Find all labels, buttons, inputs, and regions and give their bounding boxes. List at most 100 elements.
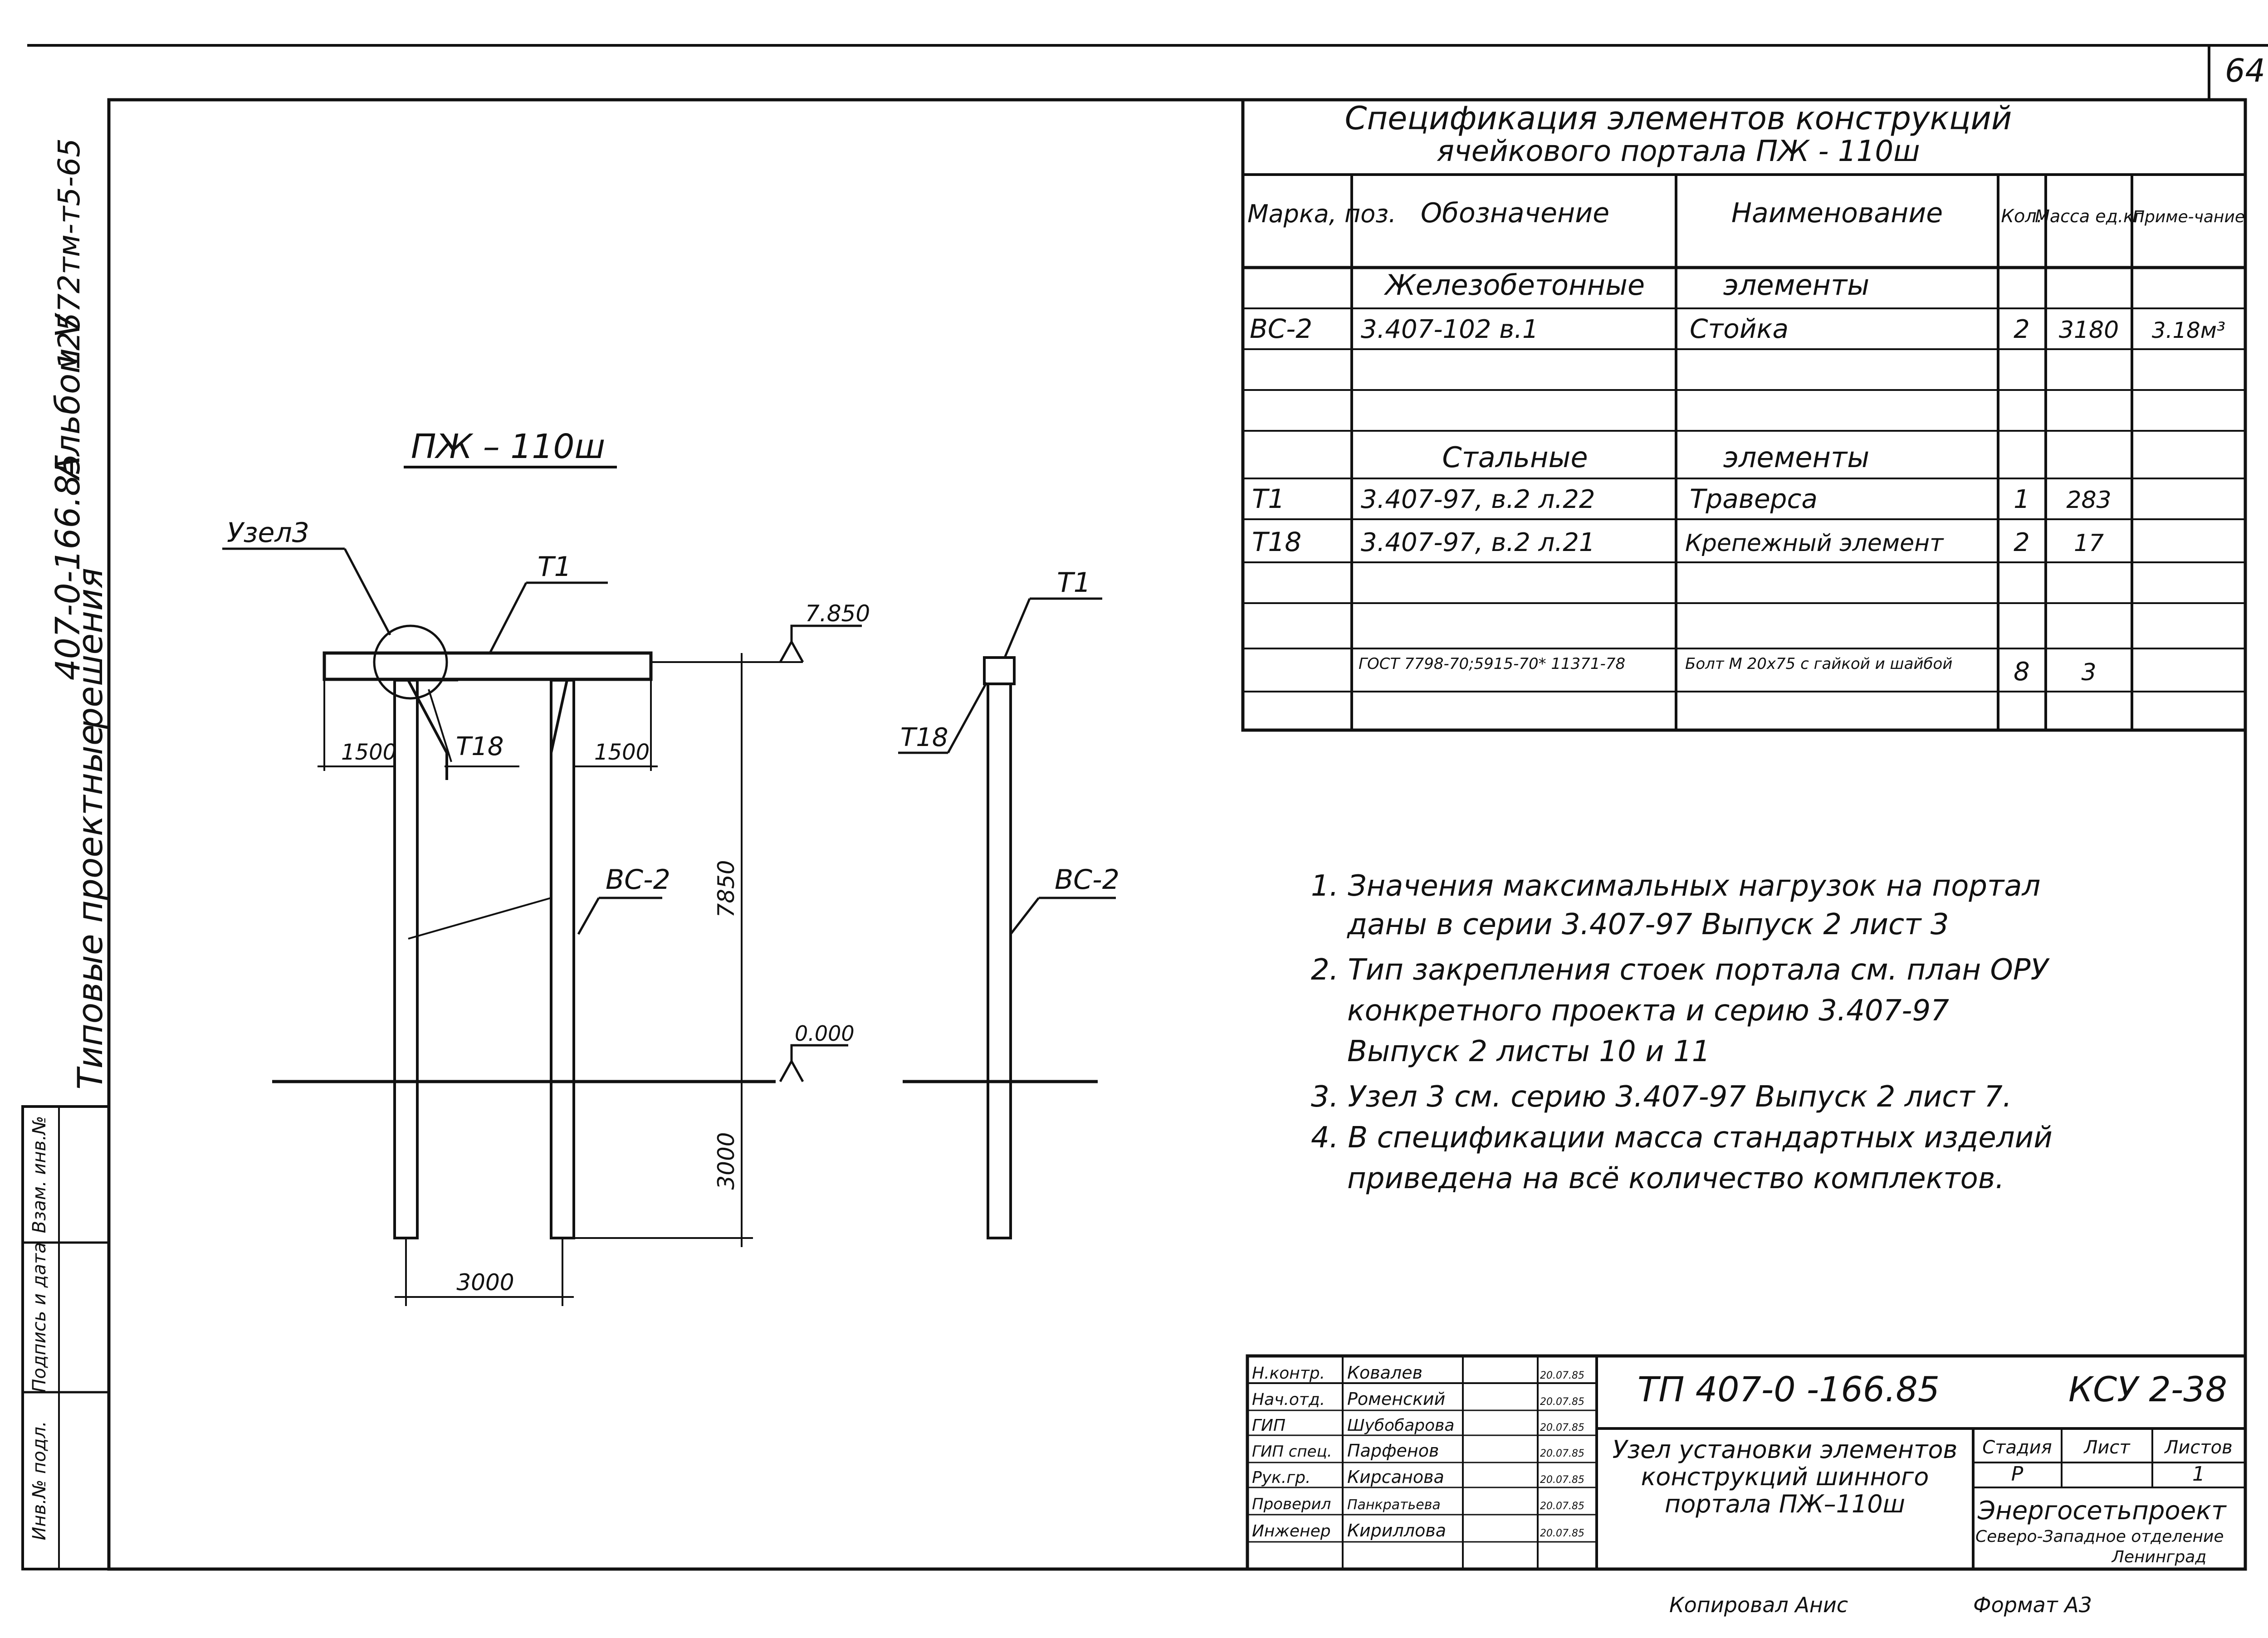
sheet-header: Лист — [2083, 1437, 2131, 1458]
front-view: ПЖ – 110ш Узел3 Т1 Т18 ВС-2 — [222, 427, 870, 1306]
copied-by: Копировал Анис — [1669, 1593, 1848, 1617]
cell-qty: 2 — [2014, 315, 2030, 344]
doc-description-2: конструкций шинного — [1641, 1462, 1929, 1491]
typical-title-line2: решения — [70, 568, 110, 730]
typical-title-line1: Типовые проектные — [70, 724, 110, 1090]
table-row: ГОСТ 7798-70;5915-70* 11371-78 Болт М 20… — [1359, 655, 2097, 687]
cell-mark: Т1 — [1252, 483, 1285, 514]
note-line: Выпуск 2 листы 10 и 11 — [1347, 1035, 1710, 1068]
cell-designation: 3.407-97, в.2 л.21 — [1361, 528, 1595, 557]
paper-format: Формат А3 — [1973, 1593, 2092, 1617]
role-label: Инженер — [1252, 1522, 1331, 1540]
cell-name: Крепежный элемент — [1685, 530, 1944, 557]
side-label-t1: Т1 — [1057, 567, 1091, 599]
table-row: ВС-2 3.407-102 в.1 Стойка 2 3180 3.18м³ — [1250, 313, 2225, 344]
dim-3000-depth: 3000 — [713, 1132, 739, 1190]
doc-description-3: портала ПЖ–110ш — [1665, 1490, 1905, 1518]
cell-mass: 3180 — [2059, 317, 2119, 344]
section-rc-1: Железобетонные — [1383, 268, 1645, 302]
role-date: 20.07.85 — [1540, 1422, 1584, 1433]
stage-header: Стадия — [1982, 1437, 2052, 1458]
note-line: 1. Значения максимальных нагрузок на пор… — [1311, 869, 2040, 903]
cell-name: Болт М 20х75 с гайкой и шайбой — [1685, 655, 1952, 673]
cell-note: 3.18м³ — [2152, 318, 2225, 343]
spec-table: Спецификация элементов конструкций ячейк… — [1241, 98, 2247, 732]
dim-3000-span: 3000 — [456, 1269, 514, 1296]
role-label: Рук.гр. — [1252, 1468, 1310, 1487]
doc-description-1: Узел установки элементов — [1613, 1435, 1958, 1464]
th-designation: Обозначение — [1421, 197, 1609, 229]
sheet-frame — [21, 44, 2268, 1571]
dim-1500-right: 1500 — [594, 740, 650, 765]
sheets-header: Листов — [2164, 1437, 2232, 1458]
role-label: ГИП спец. — [1252, 1443, 1332, 1461]
cell-qty: 8 — [2014, 657, 2030, 687]
cell-name: Траверса — [1690, 483, 1818, 514]
dim-7850: 7850 — [713, 860, 739, 917]
th-mark: Марка, поз. — [1247, 200, 1396, 228]
cell-qty: 1 — [2014, 485, 2030, 514]
note-line: 3. Узел 3 см. серию 3.407-97 Выпуск 2 ли… — [1311, 1080, 2012, 1114]
cell-mark: ВС-2 — [1250, 313, 1312, 344]
role-date: 20.07.85 — [1540, 1448, 1584, 1459]
side-column — [987, 682, 1012, 1239]
column-left — [393, 679, 419, 1239]
album-label: Альбом V — [49, 312, 88, 481]
note-line: 2. Тип закрепления стоек портала см. пла… — [1311, 953, 2050, 987]
cell-designation: 3.407-102 в.1 — [1361, 315, 1539, 344]
beam-t1 — [323, 651, 653, 681]
role-name: Шубобарова — [1347, 1416, 1454, 1435]
roles-rows: Н.контр. Ковалев 20.07.85 Нач.отд. Ромен… — [1252, 1363, 1584, 1540]
label-node3: Узел3 — [227, 517, 309, 549]
side-view: Т1 Т18 ВС-2 — [898, 567, 1119, 1239]
notes: 1. Значения максимальных нагрузок на пор… — [1311, 869, 2053, 1195]
side-label-bc2: ВС-2 — [1055, 864, 1119, 896]
note-line: приведена на всё количество комплектов. — [1347, 1162, 2004, 1195]
role-date: 20.07.85 — [1540, 1370, 1584, 1381]
level-7850: 7.850 — [805, 600, 870, 627]
spec-title-1: Спецификация элементов конструкций — [1345, 100, 2012, 137]
cell-qty: 2 — [2014, 528, 2030, 557]
th-name: Наименование — [1731, 197, 1943, 229]
role-date: 20.07.85 — [1540, 1396, 1584, 1408]
section-steel-2: элементы — [1723, 441, 1869, 474]
doc-code: ТП 407-0 -166.85 — [1637, 1369, 1940, 1409]
sheet-number: 64 — [2225, 52, 2265, 89]
label-bc2-front: ВС-2 — [606, 864, 670, 896]
cell-mark: Т18 — [1252, 526, 1301, 557]
role-label: Нач.отд. — [1252, 1390, 1325, 1409]
series-label: 407-0-166.85 — [49, 453, 88, 681]
org-sub: Северо-Западное отделение — [1975, 1527, 2224, 1546]
level-0000: 0.000 — [795, 1021, 855, 1046]
stamp-cell-sign: Подпись и дата — [29, 1242, 50, 1392]
table-row: Т1 3.407-97, в.2 л.22 Траверса 1 283 — [1252, 483, 2112, 514]
label-t1: Т1 — [538, 551, 572, 583]
role-name: Кириллова — [1347, 1521, 1446, 1540]
cell-name: Стойка — [1690, 313, 1789, 344]
role-name: Парфенов — [1347, 1441, 1439, 1461]
cell-designation: 3.407-97, в.2 л.22 — [1361, 485, 1595, 514]
role-label: ГИП — [1252, 1416, 1286, 1435]
title-block: ТП 407-0 -166.85 КСУ 2-38 Узел установки… — [1246, 1354, 2247, 1571]
role-date: 20.07.85 — [1540, 1501, 1584, 1512]
role-name: Кирсанова — [1347, 1467, 1444, 1487]
node-3-circle — [373, 624, 448, 700]
org-city: Ленинград — [2111, 1548, 2206, 1566]
dim-1500-left: 1500 — [341, 740, 396, 765]
label-t18: Т18 — [456, 732, 503, 761]
cell-mass: 17 — [2074, 530, 2104, 557]
bracket-t18-right — [550, 680, 568, 780]
note-line: 4. В спецификации масса стандартных изде… — [1311, 1121, 2053, 1155]
side-stamp: Альбом V 407-0-166.85 Типовые проектные … — [29, 312, 110, 1540]
spec-title-2: ячейкового портала ПЖ - 110ш — [1437, 135, 1920, 168]
corner-code: 12572тм-т5-65 — [52, 138, 87, 370]
role-name: Роменский — [1347, 1389, 1445, 1409]
column-right — [550, 679, 575, 1239]
stamp-cell-replace: Взам. инв.№ — [29, 1116, 50, 1233]
cell-mass: 283 — [2066, 487, 2111, 514]
side-label-t18: Т18 — [900, 723, 948, 752]
stage-value: Р — [2011, 1462, 2024, 1486]
role-label: Н.контр. — [1252, 1364, 1325, 1383]
sheet-code: КСУ 2-38 — [2068, 1369, 2227, 1409]
